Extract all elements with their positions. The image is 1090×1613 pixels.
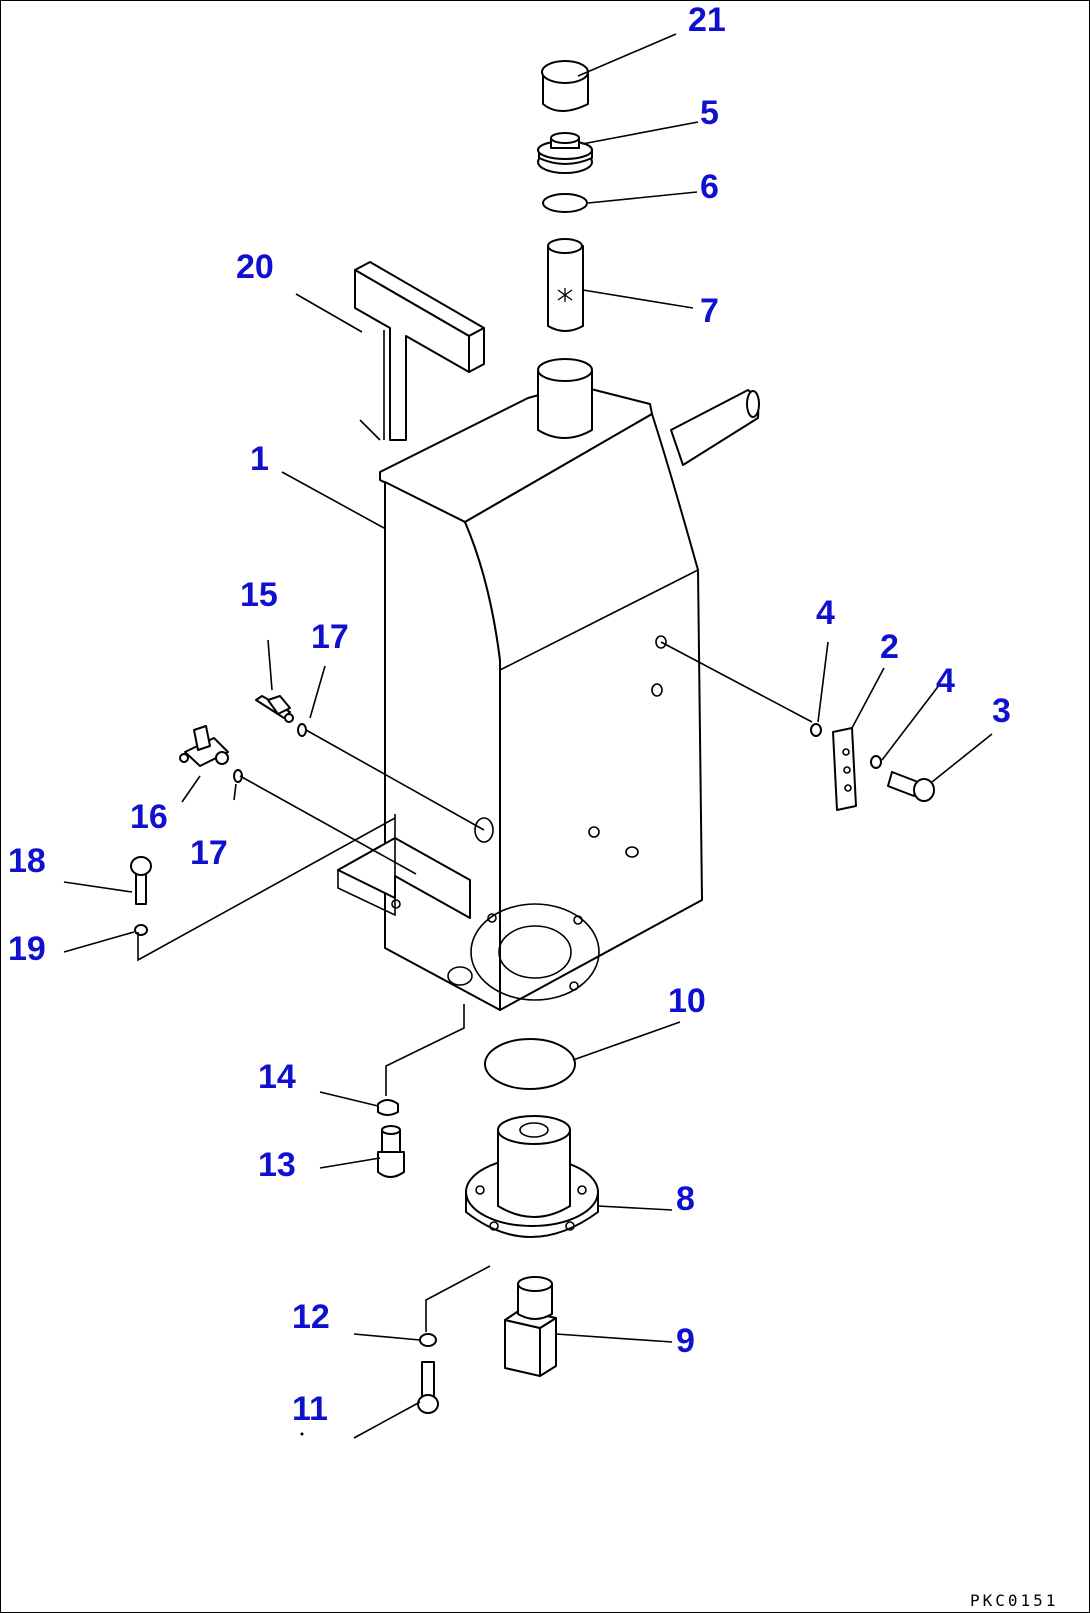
callout-15: 15 xyxy=(240,576,278,614)
drawing-code: PKC0151 xyxy=(970,1591,1058,1610)
callout-9: 9 xyxy=(676,1322,695,1360)
callout-10: 10 xyxy=(668,982,706,1020)
callout-4b: 4 xyxy=(936,662,955,700)
part-3-bolt xyxy=(887,771,935,802)
part-18-bolt xyxy=(130,856,152,905)
callout-5: 5 xyxy=(700,94,719,132)
part-1-tank xyxy=(337,358,760,1011)
callout-21: 21 xyxy=(688,1,726,39)
callout-12: 12 xyxy=(292,1298,330,1336)
callout-3: 3 xyxy=(992,692,1011,730)
callout-17a: 17 xyxy=(311,618,349,656)
callout-8: 8 xyxy=(676,1180,695,1218)
leader-lines xyxy=(63,33,993,1439)
part-5-plug xyxy=(537,132,593,174)
callout-19: 19 xyxy=(8,930,46,968)
part-2-level-gauge xyxy=(832,727,857,811)
callout-4a: 4 xyxy=(816,594,835,632)
callout-2: 2 xyxy=(880,628,899,666)
part-4-washer-b xyxy=(870,755,882,769)
part-12-washer xyxy=(419,1333,437,1347)
part-9-valve xyxy=(504,1276,557,1377)
part-16-tee xyxy=(179,725,229,767)
part-11-bolt xyxy=(417,1361,439,1414)
part-8-filter-case xyxy=(465,1115,599,1238)
part-21-cap xyxy=(541,60,589,112)
callout-6: 6 xyxy=(700,168,719,206)
part-17-washer-a xyxy=(297,723,307,737)
callout-16: 16 xyxy=(130,798,168,836)
part-4-washer-a xyxy=(810,723,822,737)
callout-7: 7 xyxy=(700,292,719,330)
part-15-fitting xyxy=(255,695,294,723)
part-13-plug xyxy=(377,1125,405,1178)
callout-17b: 17 xyxy=(190,834,228,872)
callout-18: 18 xyxy=(8,842,46,880)
part-10-gasket xyxy=(484,1038,576,1090)
part-17-washer-b xyxy=(233,769,243,783)
part-7-strainer xyxy=(547,238,584,332)
callout-20: 20 xyxy=(236,248,274,286)
callout-13: 13 xyxy=(258,1146,296,1184)
part-19-washer xyxy=(134,924,148,936)
callout-14: 14 xyxy=(258,1058,296,1096)
callout-11: 11 xyxy=(292,1390,328,1428)
part-6-o-ring xyxy=(542,193,588,213)
part-20-handle xyxy=(354,261,485,441)
part-14-washer xyxy=(377,1099,399,1116)
callout-1: 1 xyxy=(250,440,269,478)
